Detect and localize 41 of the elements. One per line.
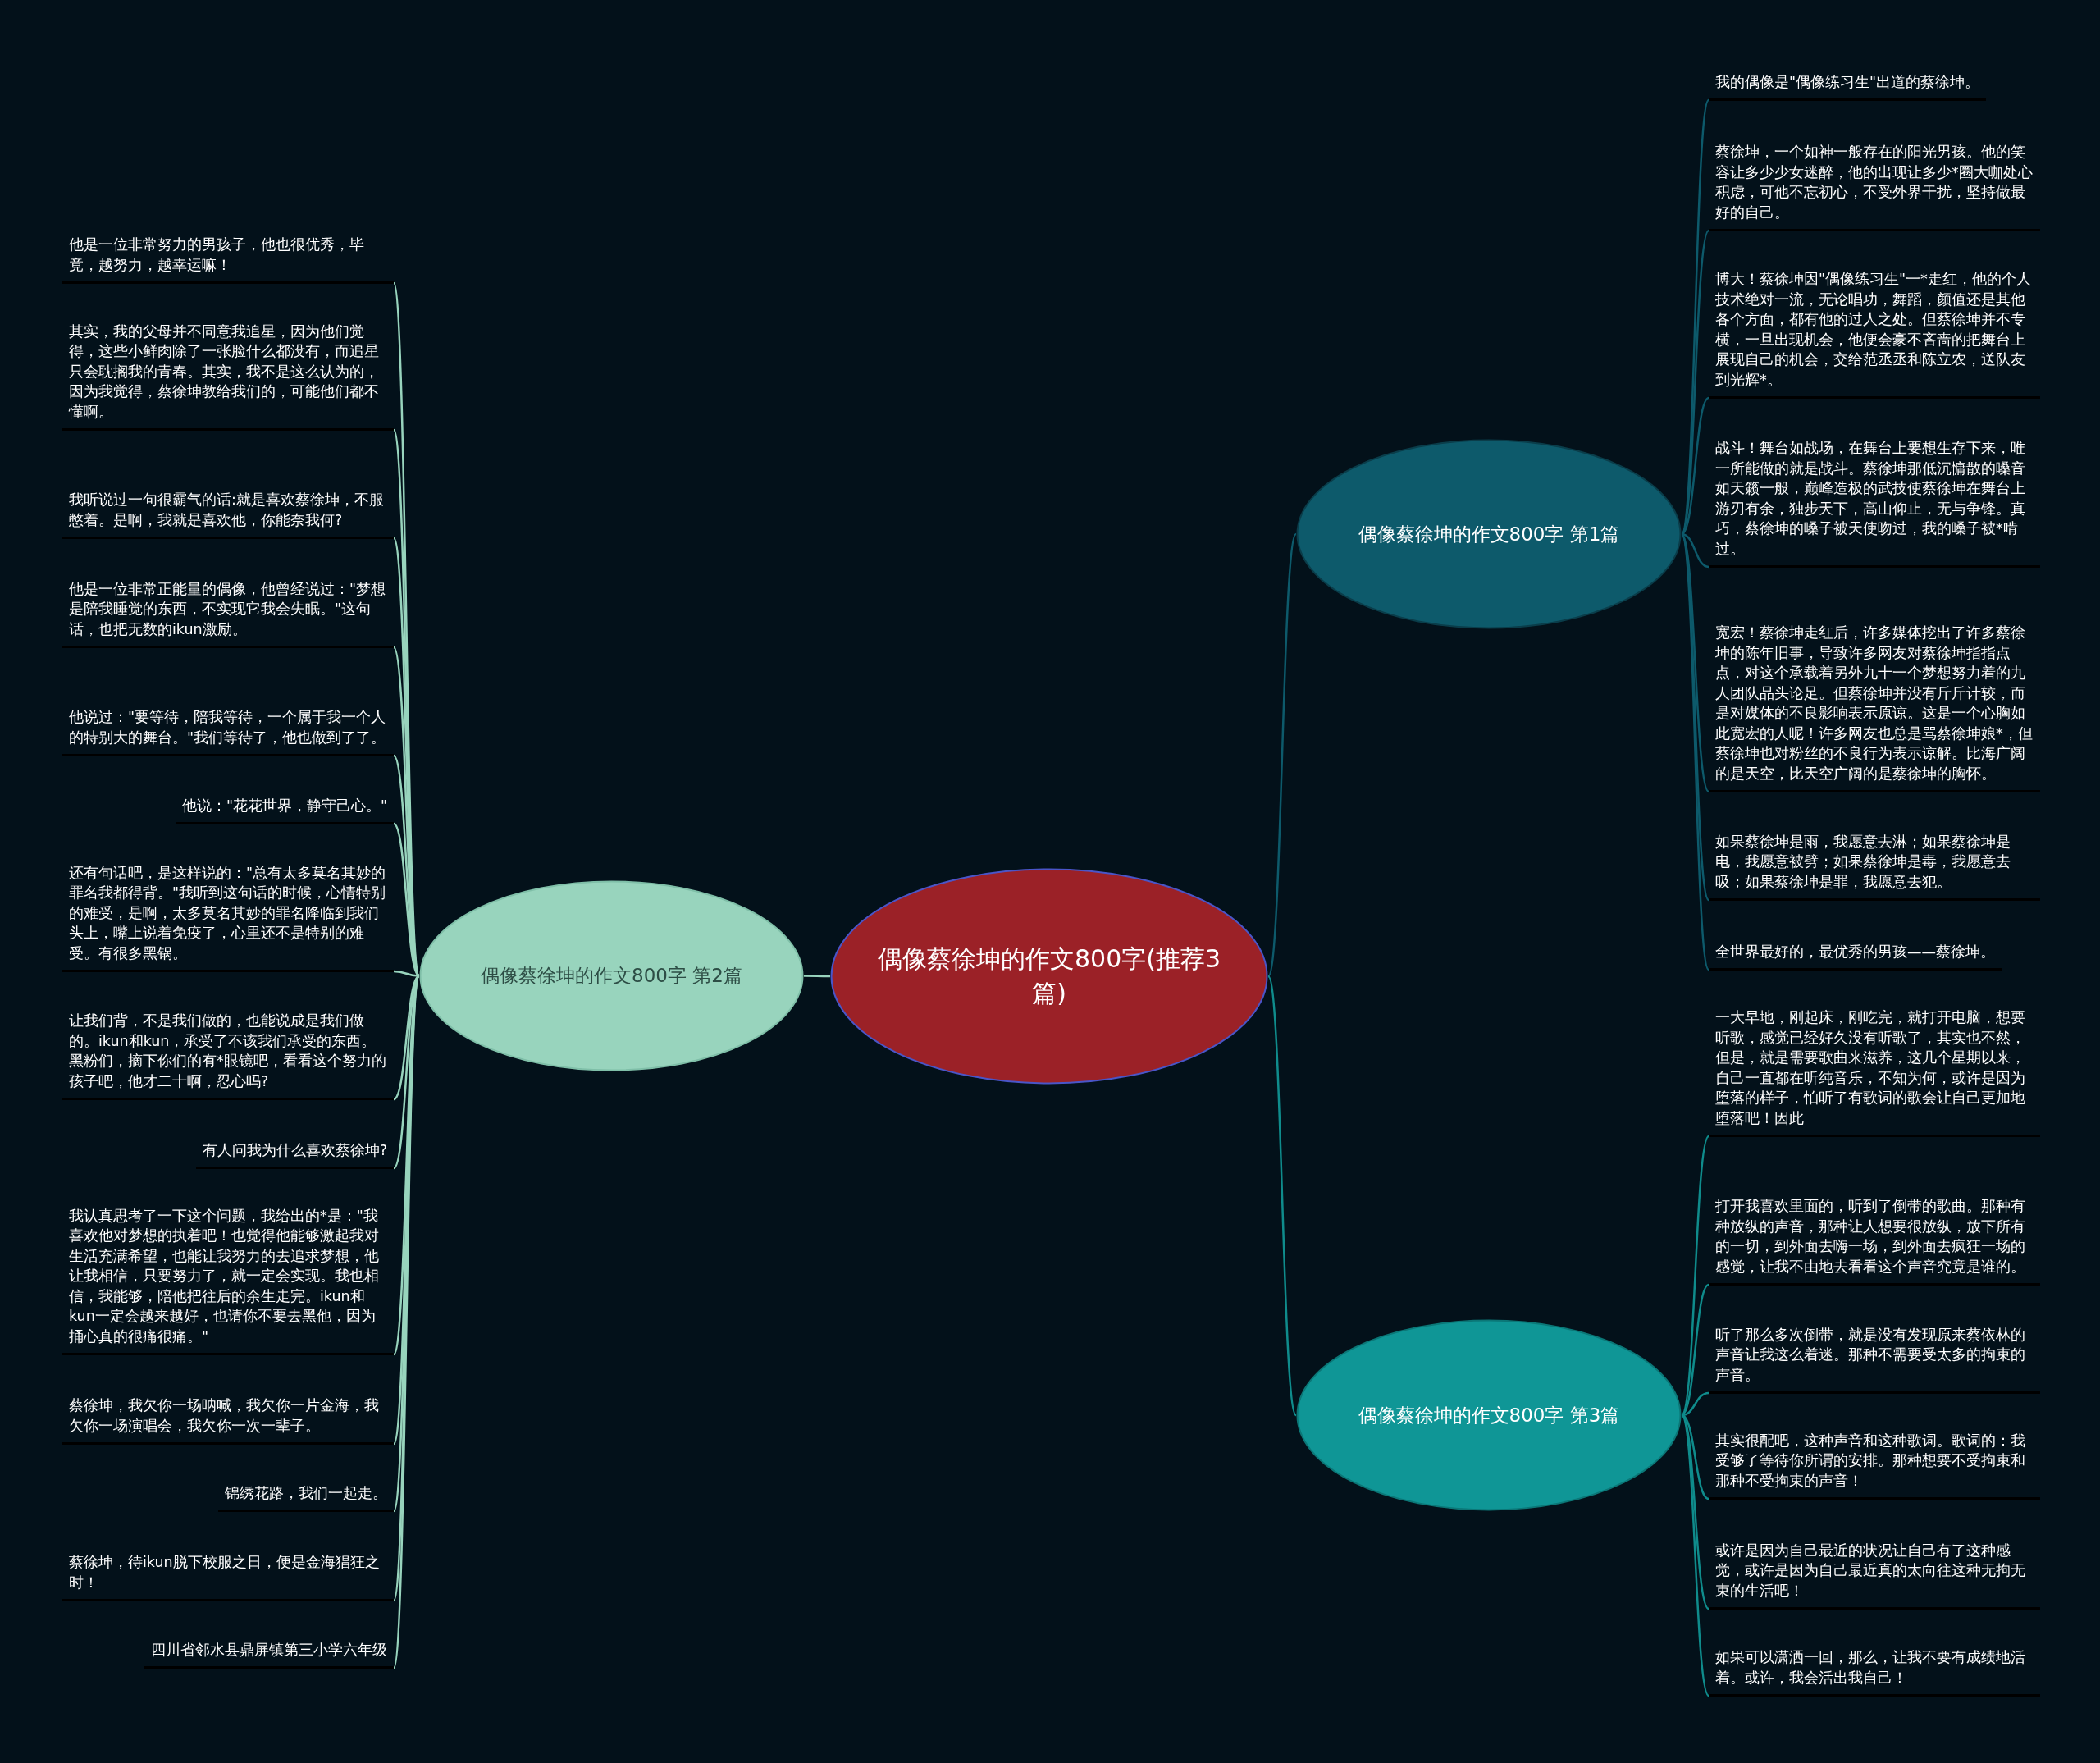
note-text: 一大早地，刚起床，刚吃完，就打开电脑，想要听歌，感觉已经好久没有听歌了，其实也不然，但是，就是需要歌曲来滋养，这几个星期以来，自己一直都在听纯音乐，不知为何，或许是因为堕落的样子，怕听了有歌词的歌会让自己更加地堕落吧！因此 bbox=[1709, 1007, 2040, 1137]
connector-line bbox=[393, 970, 420, 977]
note-text: 四川省邻水县鼎屏镇第三小学六年级 bbox=[144, 1639, 394, 1669]
note-text: 如果蔡徐坤是雨，我愿意去淋；如果蔡徐坤是电，我愿意被劈；如果蔡徐坤是毒，我愿意去吸；如果蔡徐坤是罪，我愿意去犯。 bbox=[1709, 831, 2040, 901]
note-text: 蔡徐坤，待ikun脱下校服之日，便是金海猖狂之时！ bbox=[62, 1552, 394, 1601]
topic-label: 偶像蔡徐坤的作文800字 第1篇 bbox=[1357, 522, 1621, 546]
connector-line bbox=[1681, 532, 1710, 569]
note-text: 全世界最好的，最优秀的男孩——蔡徐坤。 bbox=[1709, 941, 2002, 971]
connector-line bbox=[1680, 1135, 1710, 1416]
topic-label: 偶像蔡徐坤的作文800字(推荐3篇) bbox=[876, 943, 1222, 1009]
note-text: 有人问我为什么喜欢蔡徐坤? bbox=[195, 1140, 394, 1169]
note-text: 打开我喜欢里面的，听到了倒带的歌曲。那种有种放纵的声音，那种让人想要很放纵，放下所有的一切，到外面去嗨一场，到外面去疯狂一场的感觉，让我不由地去看看这个声音究竟是谁的。 bbox=[1709, 1196, 2040, 1286]
connector-line bbox=[1681, 1414, 1710, 1610]
note-text: 听了那么多次倒带，就是没有发现原来蔡依林的声音让我这么着迷。那种不需要受太多的拘束的声音。 bbox=[1709, 1324, 2040, 1394]
note-text: 他说："花花世界，静守己心。" bbox=[175, 795, 394, 824]
connector-line bbox=[804, 975, 830, 978]
note-text: 他说过："要等待，陪我等待，一个属于我一个人的特别大的舞台。"我们等待了，他也做到了了。 bbox=[62, 707, 394, 756]
note-text: 战斗！舞台如战场，在舞台上要想生存下来，唯一所能做的就是战斗。蔡徐坤那低沉慵散的嗓音如天籁一般，巅峰造极的武技使蔡徐坤在舞台上游刃有余，独步天下，高山仰止，无与争锋。真巧，蔡徐坤的嗓子被天使吻过，我的嗓子被*啃过。 bbox=[1709, 438, 2040, 568]
connector-line bbox=[1680, 1414, 1710, 1697]
note-text: 或许是因为自己最近的状况让自己有了这种感觉，或许是因为自己最近真的太向往这种无拘无束的生活吧！ bbox=[1709, 1540, 2040, 1610]
note-text: 我的偶像是"偶像练习生"出道的蔡徐坤。 bbox=[1709, 71, 1987, 101]
note-text: 他是一位非常努力的男孩子，他也很优秀，毕竟，越努力，越幸运嘛！ bbox=[62, 235, 394, 284]
connector-line bbox=[1267, 975, 1298, 1416]
connector-line bbox=[1681, 397, 1710, 535]
note-text: 其实，我的父母并不同意我追星，因为他们觉得，这些小鲜肉除了一张脸什么都没有，而追星只会耽搁我的青春。其实，我不是这么认为的，因为我觉得，蔡徐坤教给我们的，可能他们都不懂啊。 bbox=[62, 321, 394, 431]
note-text: 锦绣花路，我们一起走。 bbox=[218, 1482, 394, 1512]
note-text: 他是一位非常正能量的偶像，他曾经说过："梦想是陪我睡觉的东西，不实现它我会失眠。"这句话，也把无数的ikun激励。 bbox=[62, 578, 394, 648]
connector-line bbox=[1267, 533, 1298, 977]
note-text: 宽宏！蔡徐坤走红后，许多媒体挖出了许多蔡徐坤的陈年旧事，导致许多网友对蔡徐坤指指点点，对这个承载着另外九十一个梦想努力着的九人团队品头论足。但蔡徐坤并没有斤斤计较，而是对媒体的不良影响表示原谅。这是一个心胸如此宽宏的人呢！许多网友也总是骂蔡徐坤娘*，但蔡徐坤也对粉丝的不良行为表示谅解。比海广阔的是天空，比天空广阔的是蔡徐坤的胸怀。 bbox=[1709, 623, 2040, 792]
note-text: 博大！蔡徐坤因"偶像练习生"一*走红，他的个人技术绝对一流，无论唱功，舞蹈，颜值还是其他各个方面，都有他的过人之处。但蔡徐坤并不专横，一旦出现机会，他便会豪不吝啬的把舞台上展现自己的机会，交给范丞丞和陈立农，送队友到光辉*。 bbox=[1709, 269, 2040, 399]
topic-label: 偶像蔡徐坤的作文800字 第3篇 bbox=[1357, 1403, 1621, 1427]
note-text: 蔡徐坤，我欠你一场呐喊，我欠你一片金海，我欠你一场演唱会，我欠你一次一辈子。 bbox=[62, 1395, 394, 1445]
note-text: 如果可以潇洒一回，那么，让我不要有成绩地活着。或许，我会活出我自己！ bbox=[1709, 1647, 2040, 1697]
note-text: 其实很配吧，这种声音和这种歌词。歌词的：我受够了等待你所谓的安排。那种想要不受拘束和那种不受拘束的声音！ bbox=[1709, 1430, 2040, 1500]
note-text: 还有句话吧，是这样说的："总有太多莫名其妙的罪名我都得背。"我听到这句话的时候，心情特别的难受，是啊，太多莫名其妙的罪名降临到我们头上，嘴上说着免疫了，心里还不是特别的难受。有很多黑锅。 bbox=[62, 862, 394, 972]
topic-label: 偶像蔡徐坤的作文800字 第2篇 bbox=[480, 964, 743, 989]
note-text: 我听说过一句很霸气的话:就是喜欢蔡徐坤，不服憋着。是啊，我就是喜欢他，你能奈我何? bbox=[62, 490, 394, 539]
note-text: 让我们背，不是我们做的，也能说成是我们做的。ikun和kun，承受了不该我们承受的东西。黑粉们，摘下你们的有*眼镜吧，看看这个努力的孩子吧，他才二十啊，忍心吗? bbox=[62, 1011, 394, 1100]
note-text: 我认真思考了一下这个问题，我给出的*是："我喜欢他对梦想的执着吧！也觉得他能够激起我对生活充满希望，也能让我努力的去追求梦想，他让我相信，只要努力了，就一定会实现。我也相信，我能够，陪他把往后的余生走完。ikun和kun一定会越来越好，也请你不要去黑他，因为捅心真的很痛很痛。" bbox=[62, 1205, 394, 1355]
connector-line bbox=[1681, 1284, 1710, 1416]
note-text: 蔡徐坤，一个如神一般存在的阳光男孩。他的笑容让多少少女迷醉，他的出现让多少*圈大咖处心积虑，可他不忘初心，不受外界干扰，坚持做最好的自己。 bbox=[1709, 142, 2040, 231]
